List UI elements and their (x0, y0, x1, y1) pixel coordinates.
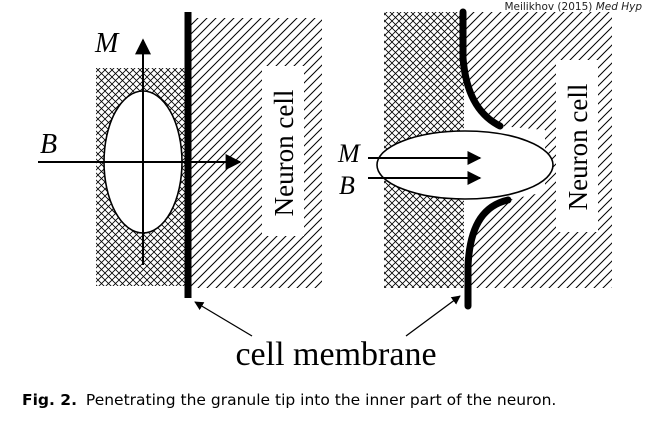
right-granule (376, 130, 554, 200)
left-neuron-label-box (262, 66, 304, 236)
figure-caption: Fig. 2. Penetrating the granule tip into… (22, 391, 642, 409)
credit-journal: Med Hyp (595, 1, 642, 13)
right-neuron-label-box (556, 60, 598, 232)
left-m-label: M (94, 28, 120, 59)
right-cell-membrane-lower (464, 196, 512, 310)
caption-text: Penetrating the granule tip into the inn… (85, 391, 557, 409)
membrane-pointer-right (405, 295, 461, 337)
right-b-label: B (339, 171, 355, 200)
figure-credit: Meilikhov (2015) Med Hyp (504, 1, 642, 13)
membrane-callout: cell membrane (194, 295, 461, 373)
left-neuron-label: Neuron cell (269, 90, 299, 217)
right-panel: Neuron cell M B (337, 8, 612, 310)
left-b-label: B (40, 129, 57, 160)
membrane-label: cell membrane (235, 336, 436, 373)
left-panel: Neuron cell M B (38, 12, 322, 298)
caption-figure-number: Fig. 2. (22, 391, 77, 409)
right-neuron-label: Neuron cell (563, 84, 593, 211)
right-m-label: M (337, 139, 361, 168)
right-cell-membrane-upper (459, 8, 504, 130)
membrane-pointer-left (194, 301, 253, 337)
credit-authors: Meilikhov (2015) (504, 1, 593, 13)
